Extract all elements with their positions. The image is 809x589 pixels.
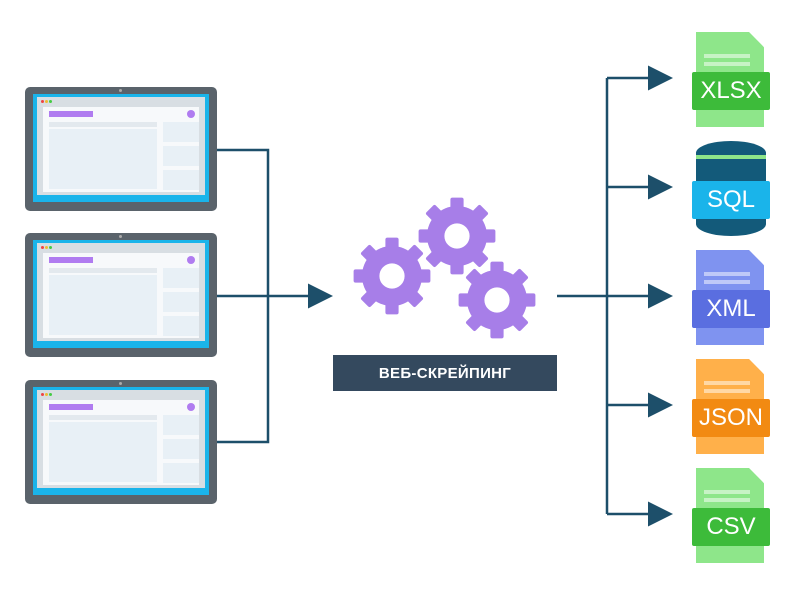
website-tablet-3 <box>25 380 217 504</box>
output-xml: XML <box>692 250 770 345</box>
gear-icon-right <box>458 261 536 339</box>
format-label: JSON <box>692 399 770 437</box>
output-json: JSON <box>692 359 770 454</box>
website-tablet-2 <box>25 233 217 357</box>
output-xlsx: XLSX <box>692 32 770 127</box>
gear-icon-top <box>418 197 496 275</box>
format-label: XLSX <box>692 72 770 110</box>
website-tablet-1 <box>25 87 217 211</box>
format-label: CSV <box>692 508 770 546</box>
web-scraping-label: ВЕБ-СКРЕЙПИНГ <box>333 355 557 391</box>
gear-icon-left <box>353 237 431 315</box>
format-label: XML <box>692 290 770 328</box>
output-sql: SQL <box>692 141 770 236</box>
format-label: SQL <box>692 181 770 219</box>
output-csv: CSV <box>692 468 770 563</box>
